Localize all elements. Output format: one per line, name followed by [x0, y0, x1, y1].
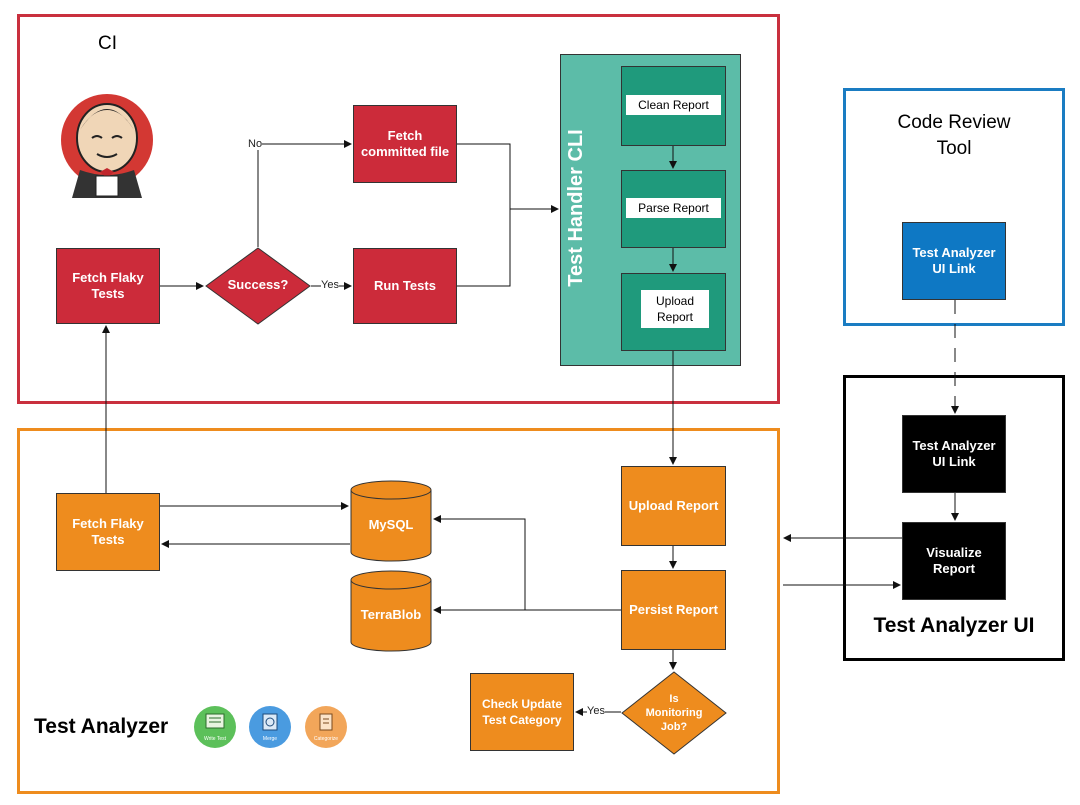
test-analyzer-ui-frame — [843, 375, 1065, 661]
ci-frame — [17, 14, 780, 404]
test-analyzer-title: Test Analyzer — [34, 715, 169, 738]
mysql-database — [350, 480, 432, 562]
success-decision-label: Success? — [227, 276, 289, 292]
test-analyzer-frame — [17, 428, 780, 794]
monitoring-decision — [621, 671, 727, 755]
code-review-ui-link: Test Analyzer UI Link — [902, 222, 1006, 300]
run-tests: Run Tests — [353, 248, 457, 324]
visualize-report: Visualize Report — [902, 522, 1006, 600]
edge-label-yes-monitoring: Yes — [587, 705, 605, 717]
parse-report: Parse Report — [626, 198, 721, 218]
edge-label-yes: Yes — [321, 279, 339, 291]
write-test-logo-label: Write Test — [203, 736, 227, 742]
ta-ui-link: Test Analyzer UI Link — [902, 415, 1006, 493]
check-update-test-category: Check Update Test Category — [470, 673, 574, 751]
terrablob-storage — [350, 570, 432, 652]
jenkins-logo-icon — [52, 88, 157, 198]
ci-title: CI — [98, 33, 117, 54]
merge-logo-icon: Merge — [249, 706, 291, 748]
test-handler-cli-title: Test Handler CLI — [565, 129, 587, 287]
edge-label-no: No — [248, 138, 263, 150]
merge-logo-label: Merge — [262, 736, 278, 742]
categorize-logo-icon: Categorize — [305, 706, 347, 748]
clean-report: Clean Report — [626, 95, 721, 115]
success-decision — [205, 247, 311, 325]
ci-fetch-flaky-tests: Fetch Flaky Tests — [56, 248, 160, 324]
test-analyzer-ui-title: Test Analyzer UI — [873, 614, 1035, 637]
fetch-committed-file: Fetch committed file — [353, 105, 457, 183]
mysql-label: MySQL — [368, 516, 414, 532]
analyzer-fetch-flaky-tests: Fetch Flaky Tests — [56, 493, 160, 571]
monitoring-decision-label: Is Monitoring Job? — [645, 693, 703, 733]
code-review-title-line1: Code Review — [897, 112, 1011, 133]
analyzer-upload-report: Upload Report — [621, 466, 726, 546]
code-review-frame — [843, 88, 1065, 326]
persist-report: Persist Report — [621, 570, 726, 650]
code-review-title-line2: Tool — [936, 138, 972, 159]
terrablob-label: TerraBlob — [360, 606, 422, 622]
categorize-logo-label: Categorize — [313, 736, 339, 742]
write-test-logo-icon: Write Test — [194, 706, 236, 748]
upload-report-cli: Upload Report — [641, 290, 709, 328]
